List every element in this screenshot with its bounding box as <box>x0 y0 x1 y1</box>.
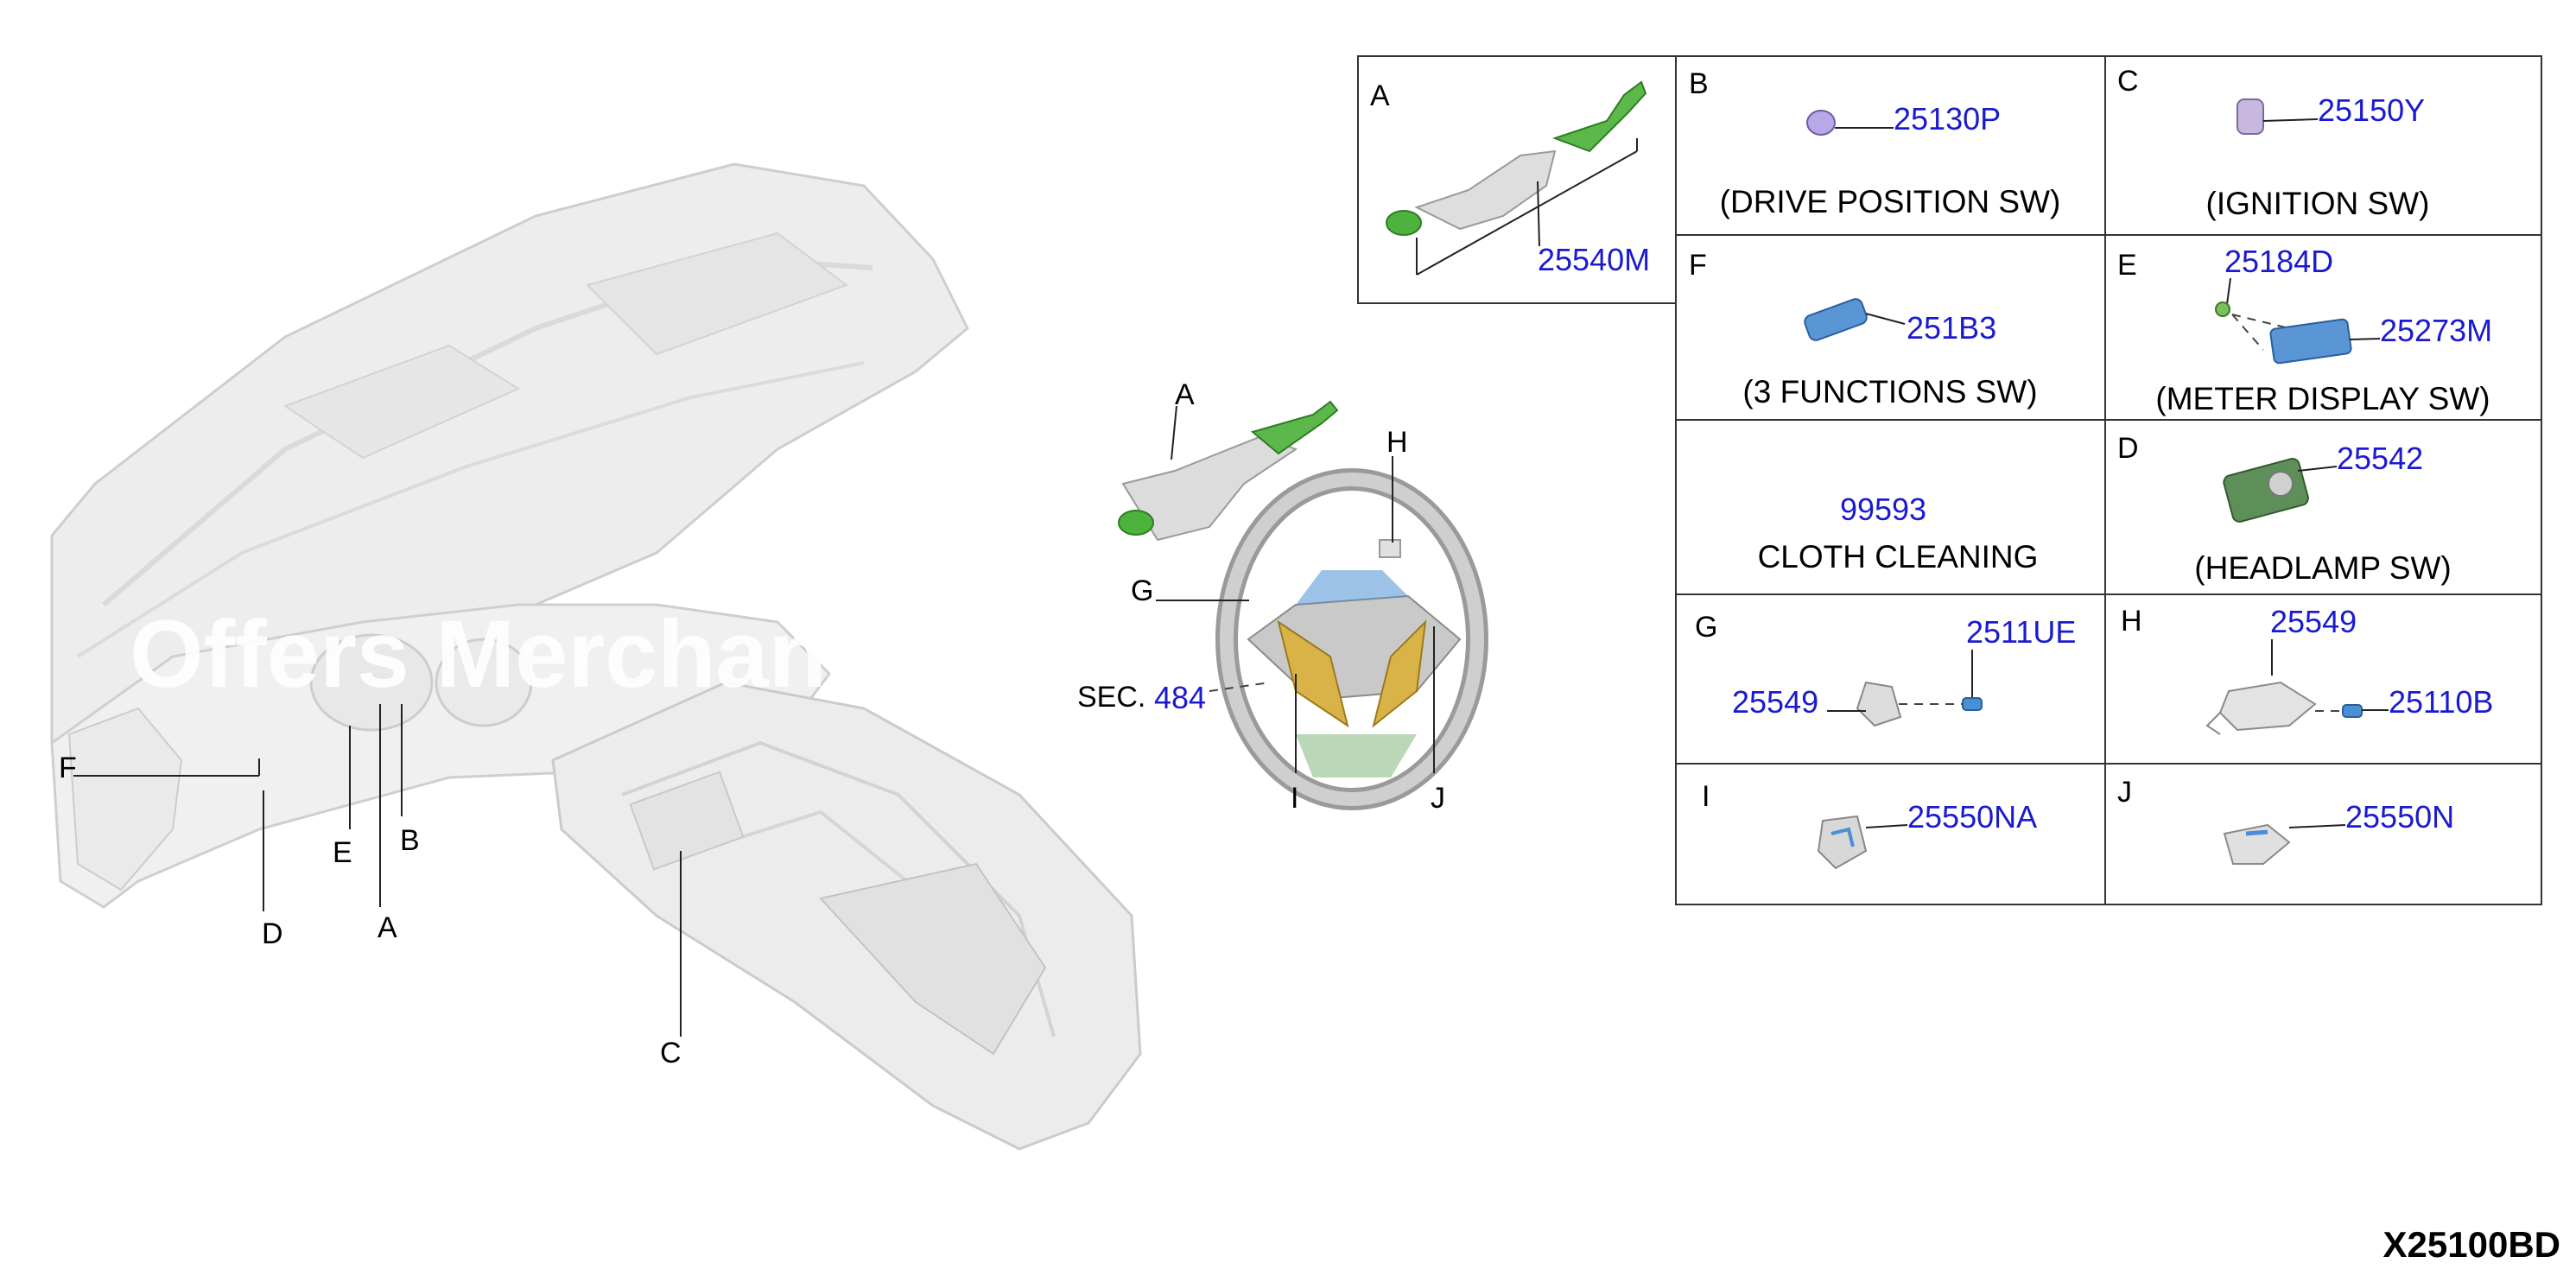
panel-f-letter: F <box>1689 249 1707 282</box>
label-f: F <box>59 752 77 784</box>
part-25273m-link[interactable]: 25273M <box>2380 313 2492 348</box>
caption-cloth-cleaning: CLOTH CLEANING <box>1758 539 2039 574</box>
panel-b-letter: B <box>1689 67 1709 100</box>
panel-j-letter: J <box>2117 776 2132 809</box>
panel-d-letter: D <box>2117 432 2139 465</box>
part-25549-g-link[interactable]: 25549 <box>1732 684 1818 720</box>
dashboard-illustration <box>50 162 1142 1151</box>
parts-grid <box>1357 55 2542 905</box>
part-251b3-link[interactable]: 251B3 <box>1907 310 1996 346</box>
diagram-code: X25100BD <box>2383 1224 2560 1265</box>
part-25540m-link[interactable]: 25540M <box>1538 242 1650 277</box>
panel-g-letter: G <box>1695 611 1717 644</box>
caption-headlamp-sw: (HEADLAMP SW) <box>2194 550 2451 586</box>
steering-wheel-illustration <box>1118 400 1488 810</box>
panel-d-content: D 25542 (HEADLAMP SW) <box>2117 432 2452 586</box>
wheel-callouts: A H G I J SEC. 484 <box>1077 378 1445 815</box>
panel-g-content: G 2511UE 25549 <box>1695 611 2076 727</box>
sec-prefix: SEC. <box>1077 681 1145 714</box>
panel-a-content: A 25540M <box>1370 79 1650 277</box>
label-b: B <box>400 824 420 857</box>
grid-frame <box>1675 55 2542 905</box>
watermark-text: Offers Merchants <box>130 601 911 708</box>
dashboard-callouts: F D E A B C <box>59 704 682 1069</box>
label-g: G <box>1131 574 1153 607</box>
part-25184d-link[interactable]: 25184D <box>2224 244 2333 279</box>
part-25549-h-link[interactable]: 25549 <box>2270 604 2357 639</box>
panel-e-content: E 25184D 25273M (METER DISPLAY SW) <box>2117 244 2492 416</box>
label-h: H <box>1386 426 1408 459</box>
panel-c-content: C 25150Y (IGNITION SW) <box>2117 65 2429 221</box>
part-99593-link[interactable]: 99593 <box>1840 492 1926 527</box>
panel-h-letter: H <box>2121 605 2142 638</box>
panel-i-letter: I <box>1702 780 1710 813</box>
part-25130p-link[interactable]: 25130P <box>1894 101 2001 136</box>
panel-cloth-content: 99593 CLOTH CLEANING <box>1758 492 2039 574</box>
caption-ignition-sw: (IGNITION SW) <box>2206 186 2430 221</box>
label-j: J <box>1431 782 1445 815</box>
part-25550n-link[interactable]: 25550N <box>2345 799 2454 835</box>
caption-meter-display-sw: (METER DISPLAY SW) <box>2155 381 2490 416</box>
label-e: E <box>333 836 352 869</box>
panel-b-content: B 25130P (DRIVE POSITION SW) <box>1689 67 2060 219</box>
caption-drive-position-sw: (DRIVE POSITION SW) <box>1720 184 2061 219</box>
label-d: D <box>262 917 283 950</box>
panel-c-letter: C <box>2117 65 2139 98</box>
part-25542-link[interactable]: 25542 <box>2337 441 2423 476</box>
combination-switch-image <box>1118 400 1339 542</box>
panel-j-content: J 25550N <box>2117 776 2454 865</box>
part-25110b-link[interactable]: 25110B <box>2389 684 2493 720</box>
label-a-wheel: A <box>1175 378 1195 411</box>
part-2511ue-link[interactable]: 2511UE <box>1966 614 2076 650</box>
label-a-dash: A <box>378 911 397 944</box>
label-i: I <box>1291 782 1298 815</box>
label-c: C <box>660 1037 682 1069</box>
panel-a-letter: A <box>1370 79 1390 112</box>
panel-f-content: F 251B3 (3 FUNCTIONS SW) <box>1689 249 2038 409</box>
caption-3-functions-sw: (3 FUNCTIONS SW) <box>1742 374 2037 409</box>
panel-i-content: I 25550NA <box>1702 780 2037 870</box>
panel-h-content: H 25549 25110B <box>2121 604 2493 735</box>
sec-number-link[interactable]: 484 <box>1154 680 1206 715</box>
panel-e-letter: E <box>2117 249 2137 282</box>
part-25150y-link[interactable]: 25150Y <box>2318 92 2425 128</box>
part-25550na-link[interactable]: 25550NA <box>1907 799 2037 835</box>
